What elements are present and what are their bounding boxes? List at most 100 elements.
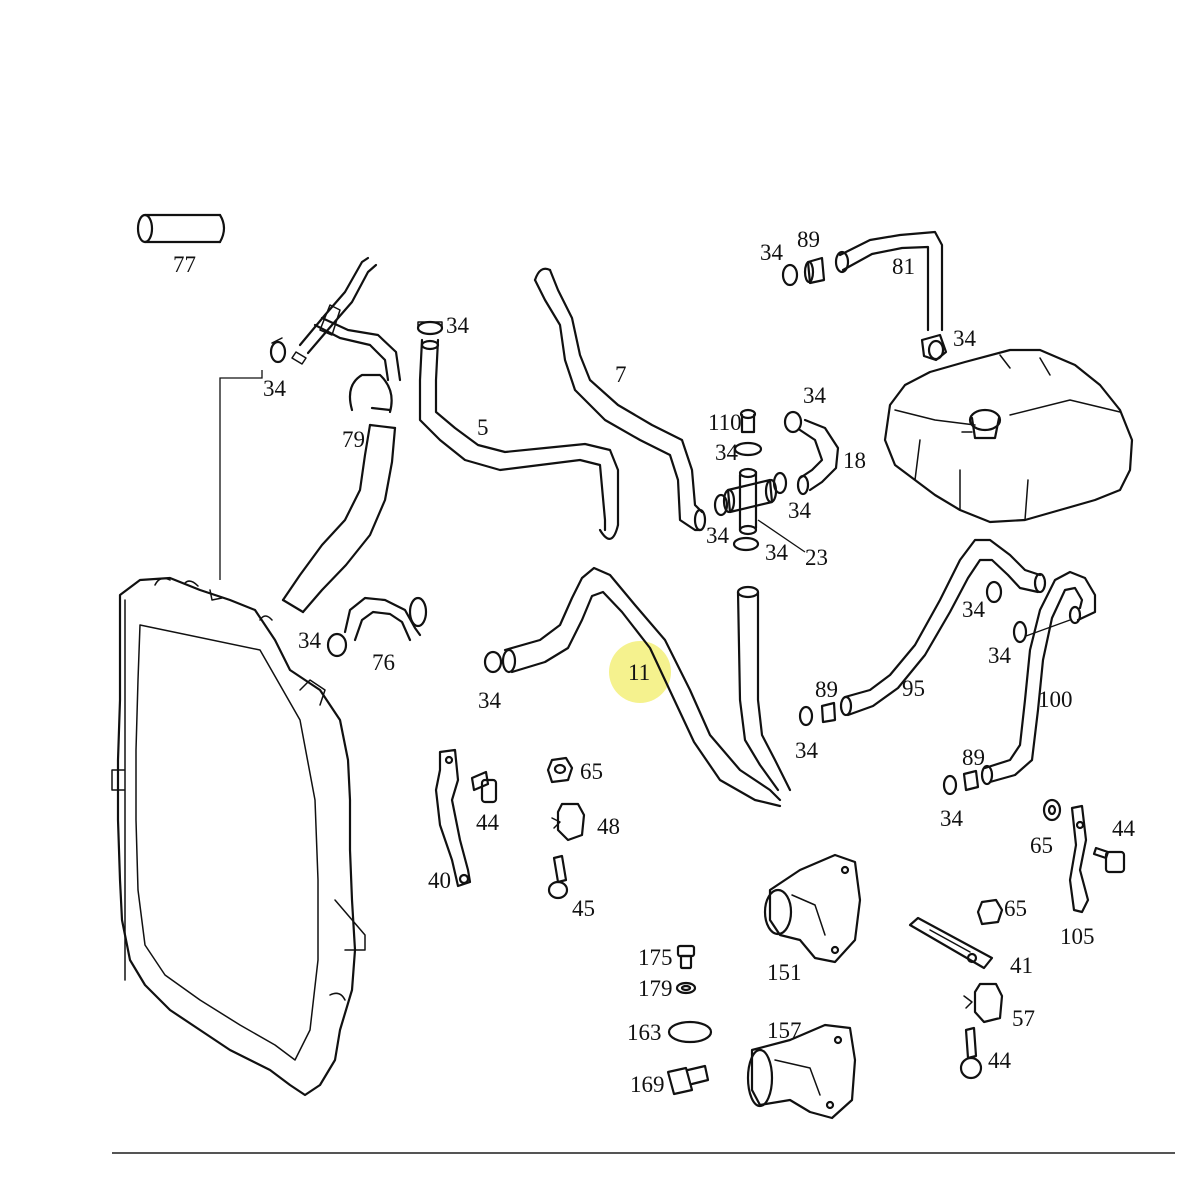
label-34-g: 34	[765, 540, 789, 565]
label-44-c: 44	[988, 1048, 1012, 1073]
label-7: 7	[615, 362, 627, 387]
clamp-34-b[interactable]	[326, 632, 348, 658]
label-23: 23	[805, 545, 828, 570]
label-34-j: 34	[953, 326, 977, 351]
label-89-a: 89	[797, 227, 820, 252]
clamp-34-d[interactable]	[733, 441, 763, 457]
leader-radiator-clamp	[219, 370, 263, 580]
label-34-a: 34	[263, 376, 287, 401]
label-45: 45	[572, 896, 595, 921]
label-11: 11	[628, 660, 650, 685]
clamp-34-h[interactable]	[783, 410, 803, 434]
label-100: 100	[1038, 687, 1073, 712]
label-34-b: 34	[298, 628, 322, 653]
label-41: 41	[1010, 953, 1033, 978]
part-23-t-connector[interactable]	[722, 467, 778, 536]
label-110: 110	[708, 410, 742, 435]
label-89-b: 89	[815, 677, 838, 702]
label-34-k: 34	[478, 688, 502, 713]
part-105-bracket[interactable]	[1068, 804, 1090, 914]
clamp-34-m[interactable]	[985, 580, 1003, 604]
part-100-hose[interactable]	[980, 570, 1097, 786]
label-18: 18	[843, 448, 866, 473]
label-175: 175	[638, 945, 673, 970]
label-34-m: 34	[962, 597, 986, 622]
part-163-oring[interactable]	[667, 1020, 713, 1044]
leader-100	[1025, 619, 1071, 637]
clamp-34-f[interactable]	[772, 471, 788, 495]
label-163: 163	[627, 1020, 662, 1045]
label-5: 5	[477, 415, 489, 440]
label-77: 77	[173, 252, 196, 277]
part-45-bolt[interactable]	[547, 854, 569, 900]
label-157: 157	[767, 1018, 802, 1043]
label-89-c: 89	[962, 745, 985, 770]
clamp-34-a[interactable]	[269, 337, 287, 364]
part-57-holder[interactable]	[963, 982, 1004, 1024]
clamp-34-o[interactable]	[1012, 620, 1028, 644]
label-151: 151	[767, 960, 802, 985]
label-179: 179	[638, 976, 673, 1001]
part-169-bolt[interactable]	[666, 1064, 710, 1096]
clamp-34-c[interactable]	[416, 320, 444, 336]
label-34-e: 34	[706, 523, 730, 548]
label-34-d: 34	[715, 440, 739, 465]
part-77-straight-hose[interactable]	[136, 213, 226, 244]
label-79: 79	[342, 427, 365, 452]
label-34-o: 34	[988, 643, 1012, 668]
part-44-bolt-c[interactable]	[959, 1026, 983, 1080]
label-34-n: 34	[940, 806, 964, 831]
label-81: 81	[892, 254, 915, 279]
label-105: 105	[1060, 924, 1095, 949]
label-169: 169	[630, 1072, 665, 1097]
part-40-bracket[interactable]	[434, 748, 472, 888]
clamp-34-k[interactable]	[483, 650, 503, 674]
part-151-housing[interactable]	[763, 853, 862, 964]
label-65-b: 65	[1030, 833, 1053, 858]
part-48-holder[interactable]	[551, 802, 586, 842]
label-48: 48	[597, 814, 620, 839]
leader-23	[757, 519, 806, 553]
part-110-cap[interactable]	[739, 408, 757, 434]
label-34-h: 34	[803, 383, 827, 408]
part-5-hose[interactable]	[418, 338, 620, 540]
part-11-hose[interactable]	[501, 566, 792, 808]
part-79-upper-hose[interactable]	[281, 256, 402, 614]
part-44-bolt-a[interactable]	[470, 770, 498, 804]
label-65-c: 65	[1004, 896, 1027, 921]
label-95: 95	[902, 676, 925, 701]
label-65-a: 65	[580, 759, 603, 784]
clamp-34-i[interactable]	[781, 263, 799, 287]
part-65-grommet-c[interactable]	[976, 898, 1004, 926]
part-65-grommet-a[interactable]	[546, 756, 574, 784]
label-34-f: 34	[788, 498, 812, 523]
clamp-34-j[interactable]	[920, 333, 948, 362]
clamp-34-l[interactable]	[798, 705, 814, 727]
part-41-strap[interactable]	[908, 916, 994, 970]
clamp-34-n[interactable]	[942, 774, 958, 796]
part-81-hose[interactable]	[834, 230, 944, 332]
part-89-sleeve-b[interactable]	[820, 701, 837, 724]
part-7-hose[interactable]	[533, 267, 707, 532]
part-65-grommet-b[interactable]	[1042, 798, 1062, 822]
part-175-plug[interactable]	[676, 944, 696, 970]
label-57: 57	[1012, 1006, 1035, 1031]
label-34-l: 34	[795, 738, 819, 763]
part-95-hose[interactable]	[839, 538, 1047, 717]
part-76-small-hose[interactable]	[343, 596, 428, 642]
part-11-highlight	[609, 641, 671, 703]
part-89-sleeve-c[interactable]	[962, 769, 980, 792]
label-40: 40	[428, 868, 451, 893]
part-89-sleeve-a[interactable]	[803, 256, 826, 285]
clamp-34-e[interactable]	[713, 493, 729, 517]
part-44-bolt-b[interactable]	[1092, 846, 1126, 874]
radiator[interactable]	[111, 576, 366, 1097]
part-157-housing[interactable]	[746, 1023, 857, 1120]
label-44-b: 44	[1112, 816, 1136, 841]
clamp-34-g[interactable]	[732, 536, 760, 552]
label-34-i: 34	[760, 240, 784, 265]
part-18-elbow-hose[interactable]	[796, 418, 840, 496]
expansion-tank[interactable]	[883, 348, 1134, 524]
part-179-seal[interactable]	[675, 981, 697, 995]
